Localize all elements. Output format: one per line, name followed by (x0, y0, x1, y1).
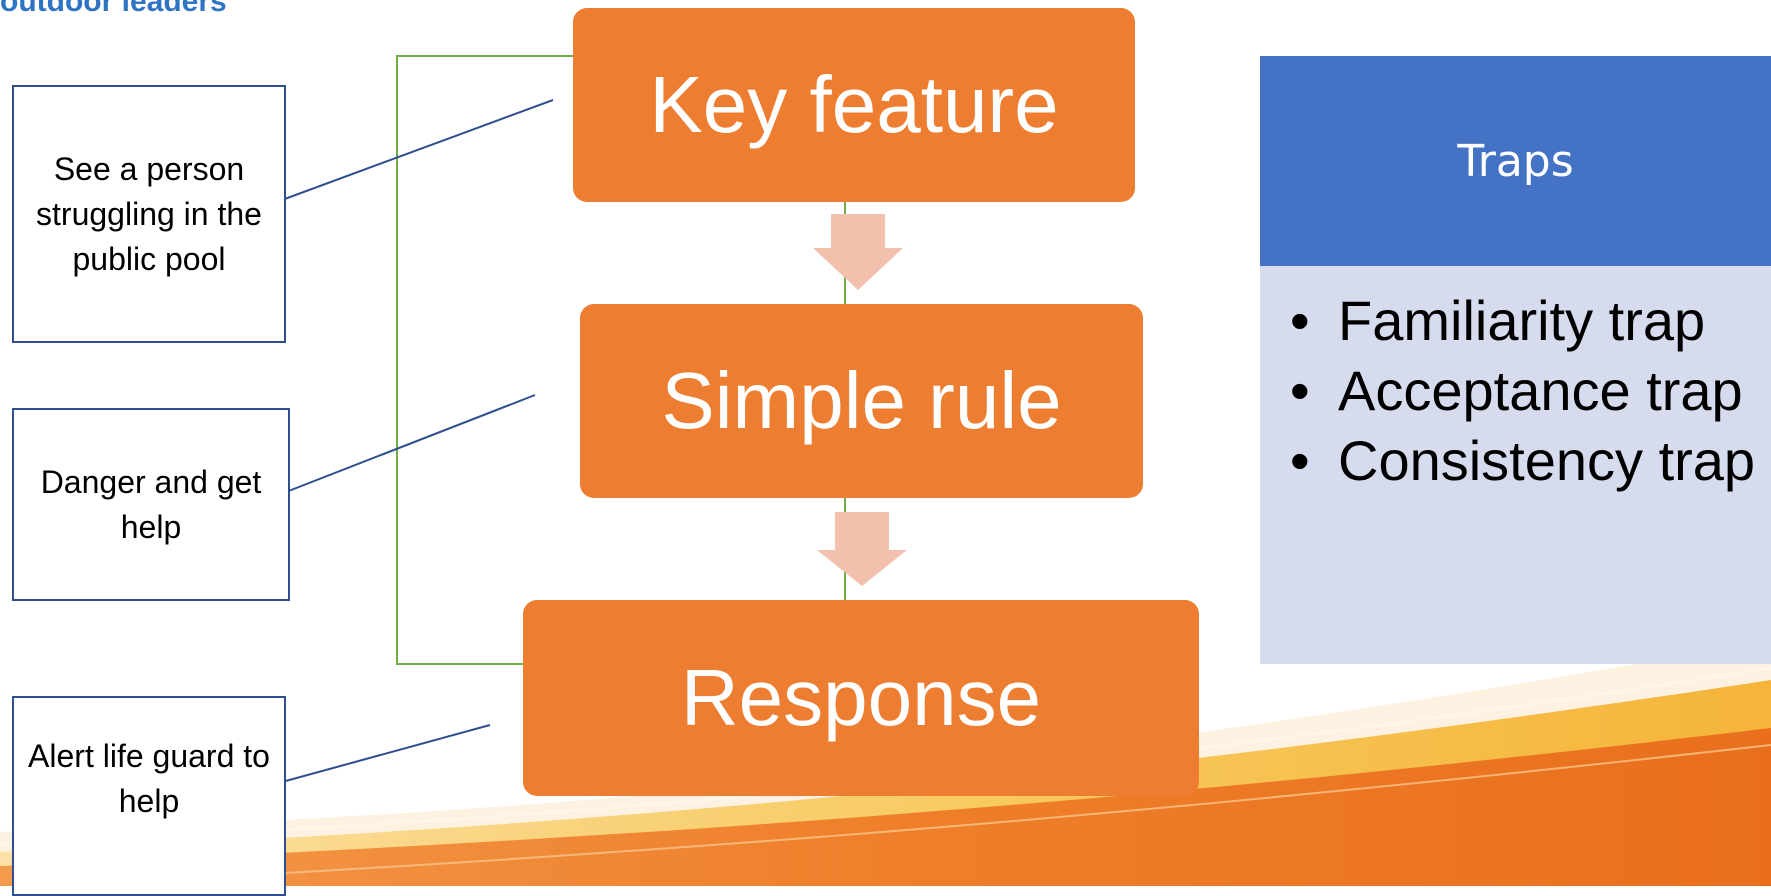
list-item: • Consistency trap (1288, 430, 1761, 492)
traps-list-panel: • Familiarity trap • Acceptance trap • C… (1260, 266, 1771, 664)
slide-heading: outdoor leaders (0, 0, 227, 18)
trap-label: Acceptance trap (1338, 359, 1743, 422)
trap-label: Familiarity trap (1338, 289, 1706, 352)
step-label-key-feature: Key feature (649, 60, 1059, 149)
traps-list: • Familiarity trap • Acceptance trap • C… (1288, 290, 1761, 492)
note-box-2: Danger and get help (12, 408, 290, 601)
list-item: • Acceptance trap (1288, 360, 1761, 422)
step-label-response: Response (680, 653, 1042, 742)
connector-line-1 (281, 99, 554, 201)
step-simple-rule: Simple rule (580, 304, 1143, 498)
traps-header: Traps (1260, 56, 1771, 266)
connector-line-3 (281, 724, 491, 783)
grouping-bracket (396, 55, 573, 665)
bullet-icon: • (1290, 429, 1310, 492)
note-box-3: Alert life guard to help (12, 696, 286, 896)
note-box-1: See a person struggling in the public po… (12, 85, 286, 343)
down-arrow-icon (817, 512, 907, 586)
step-response: Response (523, 600, 1199, 796)
note-text-1: See a person struggling in the public po… (36, 150, 262, 277)
list-item: • Familiarity trap (1288, 290, 1761, 352)
note-text-2: Danger and get help (40, 463, 262, 545)
step-label-simple-rule: Simple rule (661, 356, 1062, 445)
bullet-icon: • (1290, 289, 1310, 352)
bullet-icon: • (1290, 359, 1310, 422)
connector-line-2 (285, 394, 536, 493)
traps-title: Traps (1457, 135, 1574, 187)
step-key-feature: Key feature (573, 8, 1135, 202)
note-text-3: Alert life guard to help (28, 738, 270, 819)
trap-label: Consistency trap (1338, 429, 1756, 492)
down-arrow-icon (813, 214, 903, 290)
